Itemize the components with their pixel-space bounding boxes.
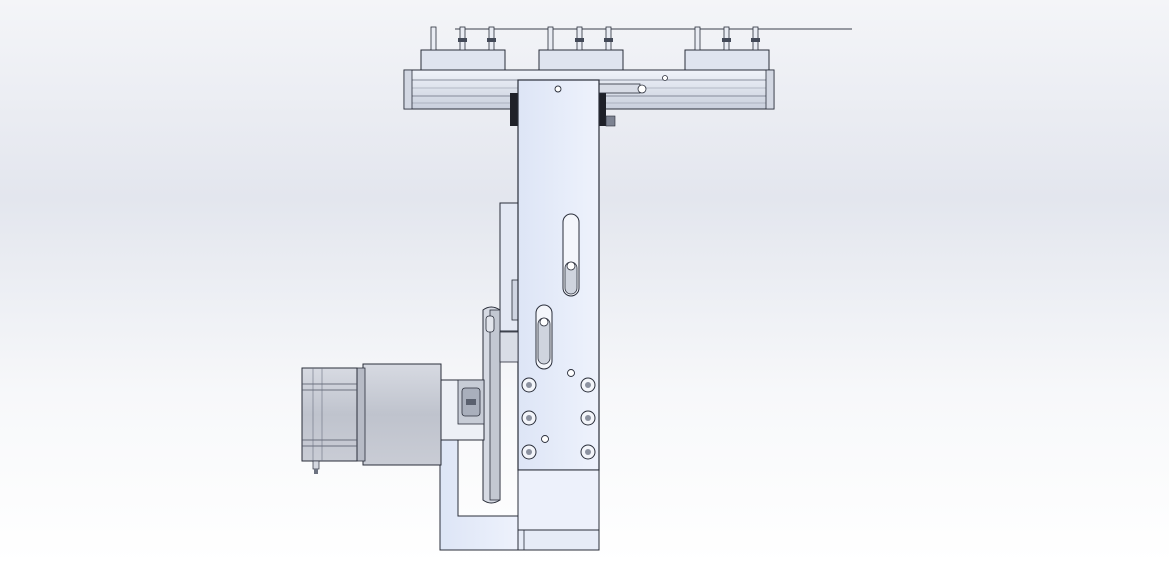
pin-block-left xyxy=(420,26,506,71)
motor-coupling xyxy=(439,379,485,441)
rail-rod xyxy=(597,75,668,94)
rail-bolt xyxy=(605,115,616,127)
adjustment-slot-lower xyxy=(535,304,553,370)
stepper-motor xyxy=(301,363,442,474)
main-vertical-plate xyxy=(517,79,600,551)
l-bracket xyxy=(439,439,521,551)
pin-block-middle xyxy=(538,26,624,71)
pin-block-right xyxy=(684,26,770,71)
adjustment-slot-upper xyxy=(562,213,580,297)
rotary-disc xyxy=(482,306,519,504)
rail-clamp-left xyxy=(510,93,519,126)
rail-clamp-right xyxy=(598,93,606,126)
plate-bolt-holes xyxy=(521,369,596,460)
